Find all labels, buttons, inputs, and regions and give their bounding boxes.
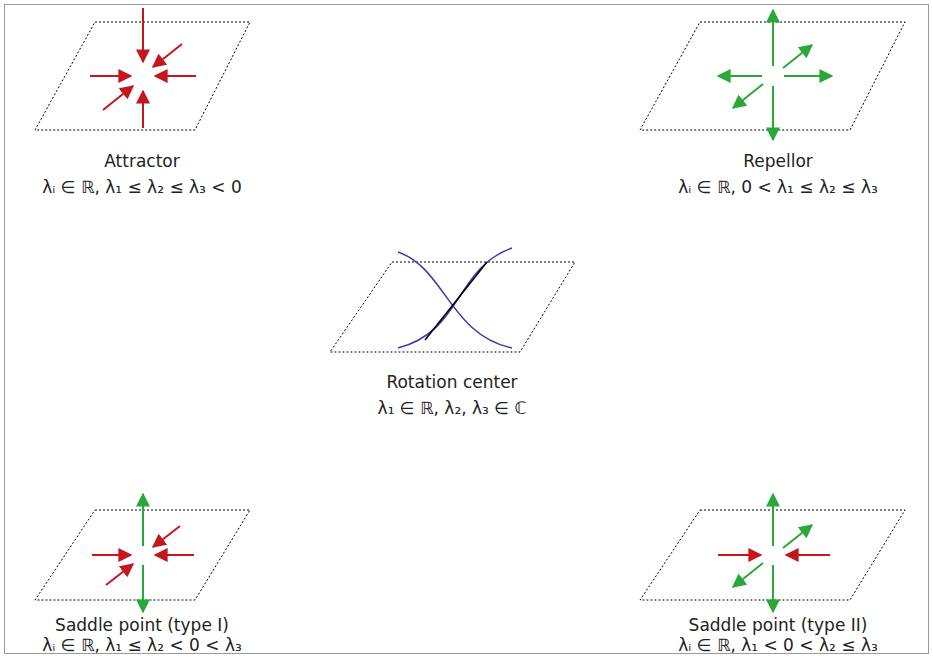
figure-name-holder: Attractor [104, 151, 179, 171]
saddle-type-two-figure [640, 494, 905, 612]
figure-name-holder: Saddle point (type II) [689, 615, 868, 635]
eigenvalue-condition-holder: λᵢ ∈ ℝ, λ₁ ≤ λ₂ < 0 < λ₃ [42, 635, 242, 655]
figure-name-holder: Repellor [743, 151, 813, 171]
figure-name-holder: Rotation center [386, 372, 517, 392]
eigenvalue-condition: λ₁ ∈ ℝ, λ₂, λ₃ ∈ ℂ [378, 398, 527, 418]
eigenvalue-condition: λᵢ ∈ ℝ, λ₁ ≤ λ₂ < 0 < λ₃ [42, 635, 242, 655]
figure-name: Rotation center [386, 372, 517, 392]
repellor-figure [640, 10, 905, 140]
eigenvalue-condition-holder: λᵢ ∈ ℝ, 0 < λ₁ ≤ λ₂ ≤ λ₃ [678, 177, 878, 197]
frame [5, 5, 929, 654]
rotation-figure [330, 248, 575, 352]
figure-name: Attractor [104, 151, 179, 171]
figure-name-holder: Saddle point (type I) [55, 615, 229, 635]
eigenvalue-condition-holder: λ₁ ∈ ℝ, λ₂, λ₃ ∈ ℂ [378, 398, 527, 418]
figure-name: Saddle point (type II) [689, 615, 868, 635]
attractor-figure [35, 8, 250, 130]
saddle-type-one-figure [35, 494, 250, 612]
eigenvalue-condition: λᵢ ∈ ℝ, 0 < λ₁ ≤ λ₂ ≤ λ₃ [678, 177, 878, 197]
figure-name: Saddle point (type I) [55, 615, 229, 635]
eigenvalue-condition-holder: λᵢ ∈ ℝ, λ₁ < 0 < λ₂ ≤ λ₃ [678, 635, 878, 655]
figure-name: Repellor [743, 151, 813, 171]
eigenvalue-condition: λᵢ ∈ ℝ, λ₁ < 0 < λ₂ ≤ λ₃ [678, 635, 878, 655]
eigenvalue-condition: λᵢ ∈ ℝ, λ₁ ≤ λ₂ ≤ λ₃ < 0 [42, 177, 242, 197]
eigenvalue-condition-holder: λᵢ ∈ ℝ, λ₁ ≤ λ₂ ≤ λ₃ < 0 [42, 177, 242, 197]
